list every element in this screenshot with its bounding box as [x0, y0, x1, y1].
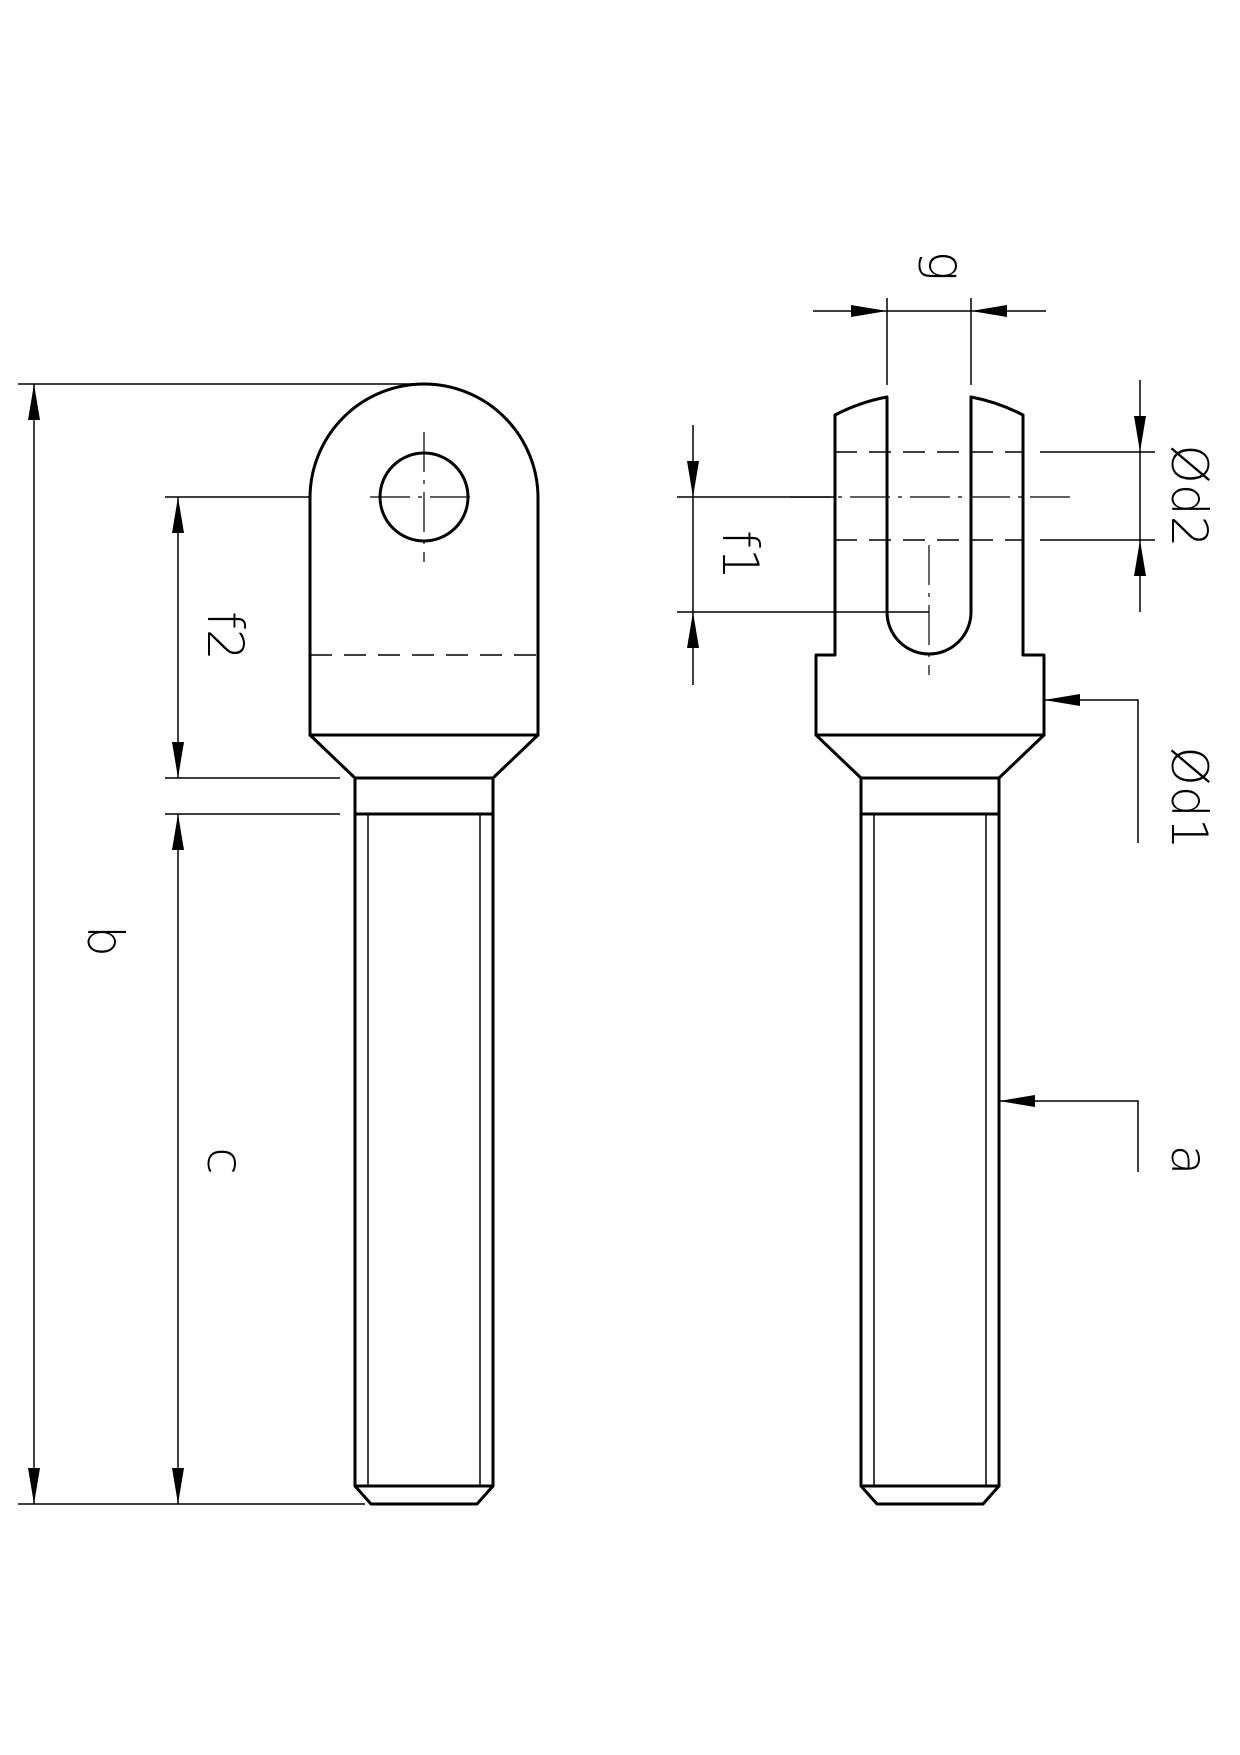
dim-c-label: c	[196, 1147, 254, 1175]
dim-a-label: a	[1160, 1145, 1218, 1176]
dim-f2-arrow-top	[172, 497, 184, 533]
dim-c-arrow-top	[172, 814, 184, 850]
dim-d1-leader	[1044, 699, 1139, 843]
clevis-outline	[814, 395, 1046, 737]
dimension-d1: Ød1	[1044, 694, 1218, 849]
dimension-g: g	[813, 251, 1046, 385]
dimension-f2: f2	[165, 496, 340, 779]
dim-b-label: b	[76, 925, 134, 957]
dim-g-arrow-right	[971, 305, 1007, 317]
dimension-f1: f1	[677, 425, 929, 685]
dim-d1-arrow	[1044, 694, 1080, 706]
dim-f2-arrow-bottom	[172, 742, 184, 778]
dim-d1-label: Ød1	[1160, 747, 1218, 850]
dim-a-leader	[999, 1100, 1139, 1172]
dimension-d2: Ød2	[1040, 380, 1218, 612]
dim-g-arrow-left	[851, 305, 887, 317]
dim-d2-arrow-bottom	[1134, 540, 1146, 576]
dim-b-arrow-bottom	[28, 1468, 40, 1504]
clevis-shank	[859, 812, 1001, 1488]
dim-d2-arrow-top	[1134, 416, 1146, 452]
dim-f2-label: f2	[196, 611, 254, 660]
eye-shank-end	[353, 1484, 495, 1506]
eye-taper	[308, 733, 540, 780]
clevis-end-view	[790, 395, 1070, 1506]
eye-end-view	[308, 382, 540, 1506]
clevis-neck	[859, 776, 1001, 816]
clevis-taper	[814, 733, 1046, 780]
dim-d2-label: Ød2	[1160, 445, 1218, 548]
clevis-shank-end	[859, 1484, 1001, 1506]
dimension-b: b	[18, 383, 424, 1505]
eye-neck	[353, 776, 495, 816]
eye-shank	[353, 812, 495, 1488]
dim-f1-arrow-bottom	[687, 612, 699, 648]
dim-c-arrow-bottom	[172, 1468, 184, 1504]
dim-g-label: g	[917, 251, 975, 281]
dimension-c: c	[165, 813, 340, 1504]
dimension-a: a	[999, 1095, 1218, 1175]
dim-b-arrow-top	[28, 384, 40, 420]
dim-f1-arrow-top	[687, 461, 699, 497]
dim-f1-label: f1	[711, 530, 769, 579]
dim-a-arrow	[999, 1095, 1035, 1107]
